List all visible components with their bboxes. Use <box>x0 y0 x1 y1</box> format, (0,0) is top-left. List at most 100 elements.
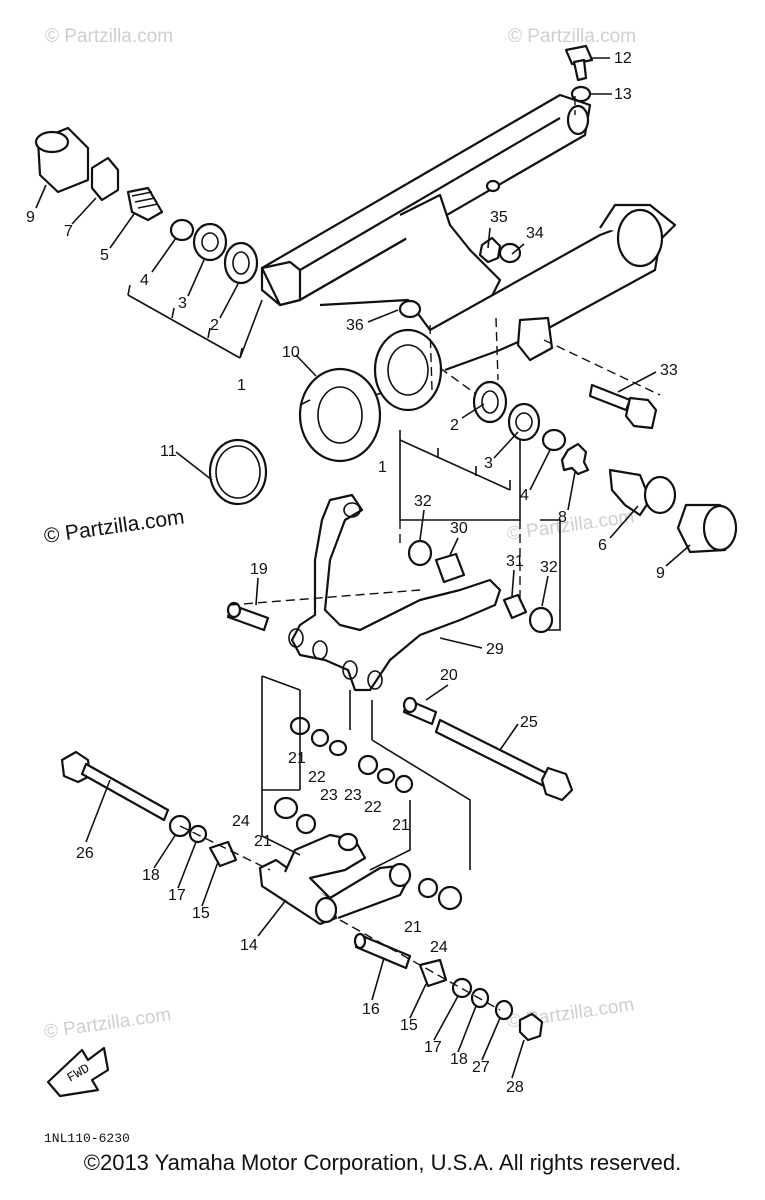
callout-28: 28 <box>506 1079 524 1096</box>
cap-9-right <box>676 503 738 554</box>
nut-7 <box>90 156 120 202</box>
callout-1-left: 1 <box>237 377 246 394</box>
callout-16: 16 <box>362 1001 380 1018</box>
bolt-26 <box>60 750 170 822</box>
callout-24-b: 24 <box>430 939 448 956</box>
callout-17-left: 17 <box>168 887 186 904</box>
callout-8: 8 <box>558 509 567 526</box>
front-arrow: FWD <box>46 1046 110 1098</box>
callout-3-left: 3 <box>178 295 187 312</box>
callout-32-left: 32 <box>414 493 432 510</box>
watermark-middle-right: © Partzilla.com <box>506 506 636 545</box>
watermark-bottom-left: © Partzilla.com <box>43 1004 173 1043</box>
washer-27 <box>494 999 514 1021</box>
dust-seal-11 <box>208 438 268 506</box>
callout-18-left: 18 <box>142 867 160 884</box>
callout-9-left: 9 <box>26 209 35 226</box>
callout-20: 20 <box>440 667 458 684</box>
callout-31: 31 <box>506 553 524 570</box>
nut-35 <box>478 236 502 264</box>
callout-24-a: 24 <box>232 813 250 830</box>
callout-13: 13 <box>614 86 632 103</box>
washer-34 <box>498 242 522 264</box>
callout-4-left: 4 <box>140 272 149 289</box>
callout-14: 14 <box>240 937 258 954</box>
callout-26: 26 <box>76 845 94 862</box>
callout-3-right: 3 <box>484 455 493 472</box>
oil-seal-3-left <box>192 222 228 262</box>
bushing-4-left <box>169 218 195 242</box>
callout-22-b: 22 <box>364 799 382 816</box>
watermark-top-left: © Partzilla.com <box>45 26 173 47</box>
relay-arm-29 <box>288 493 502 692</box>
leader-lines <box>35 184 691 1079</box>
callout-32-right: 32 <box>540 559 558 576</box>
callout-15-right: 15 <box>400 1017 418 1034</box>
bushing-15-left <box>208 840 238 868</box>
nut-28 <box>518 1012 544 1042</box>
callout-27: 27 <box>472 1059 490 1076</box>
callout-23-a: 23 <box>320 787 338 804</box>
callout-12: 12 <box>614 50 632 67</box>
bolt-12 <box>564 44 594 82</box>
bushing-15-right <box>418 958 448 988</box>
bushing-4-right <box>541 428 567 452</box>
callout-23-b: 23 <box>344 787 362 804</box>
pivot-bolt-33 <box>588 383 658 430</box>
callout-29: 29 <box>486 641 504 658</box>
collar-20 <box>402 696 438 726</box>
swing-arm <box>260 93 677 372</box>
bearing-2-right <box>472 380 508 424</box>
callout-labels: 12 13 9 7 5 4 3 2 1 35 34 36 10 33 2 3 4… <box>26 50 678 1096</box>
assembly-lines <box>127 57 661 1011</box>
callout-21-a: 21 <box>288 750 306 767</box>
washer-17-left <box>188 824 208 844</box>
callout-2-right: 2 <box>450 417 459 434</box>
collar-19 <box>226 601 270 632</box>
callout-17-right: 17 <box>424 1039 442 1056</box>
callout-30: 30 <box>450 520 468 537</box>
oil-seal-3-right <box>507 402 541 442</box>
callout-21-b: 21 <box>392 817 410 834</box>
collar-10 <box>298 367 386 463</box>
diagram-code: 1NL110-6230 <box>44 1131 130 1146</box>
callout-25: 25 <box>520 714 538 731</box>
callout-21-c: 21 <box>254 833 272 850</box>
callout-15-left: 15 <box>192 905 210 922</box>
watermark-middle-left: © Partzilla.com <box>42 505 185 547</box>
callout-22-a: 22 <box>308 769 326 786</box>
oil-seal-32-right <box>528 606 554 634</box>
washer-17-right <box>451 977 473 999</box>
watermark-top-right: © Partzilla.com <box>508 26 636 47</box>
callout-9-right: 9 <box>656 565 665 582</box>
callout-21-d: 21 <box>404 919 422 936</box>
connecting-rod-14 <box>258 832 412 926</box>
bolt-25 <box>434 718 574 802</box>
callout-7: 7 <box>64 223 73 240</box>
lock-washer-8 <box>560 442 590 476</box>
callout-11: 11 <box>160 443 177 460</box>
callout-5: 5 <box>100 247 109 264</box>
callout-10: 10 <box>282 344 300 361</box>
pivot-housing <box>373 328 443 412</box>
callout-18-right: 18 <box>450 1051 468 1068</box>
copyright-notice: ©2013 Yamaha Motor Corporation, U.S.A. A… <box>83 1150 682 1175</box>
collar-30 <box>434 552 466 584</box>
callout-1-right: 1 <box>378 459 387 476</box>
callout-19: 19 <box>250 561 268 578</box>
callout-36: 36 <box>346 317 364 334</box>
bushings-21-24-right <box>417 877 463 911</box>
bushing-31 <box>502 593 528 620</box>
callout-35: 35 <box>490 209 508 226</box>
nut-36 <box>398 299 422 319</box>
callout-33: 33 <box>660 362 678 379</box>
callout-34: 34 <box>526 225 544 242</box>
adjuster-bolt-6 <box>608 468 677 517</box>
small-bushings <box>273 716 414 835</box>
bearing-2-left <box>223 241 259 285</box>
callout-6: 6 <box>598 537 607 554</box>
callout-2-left: 2 <box>210 317 219 334</box>
cap-9-left <box>34 126 90 194</box>
oil-seal-32-left <box>407 539 433 567</box>
